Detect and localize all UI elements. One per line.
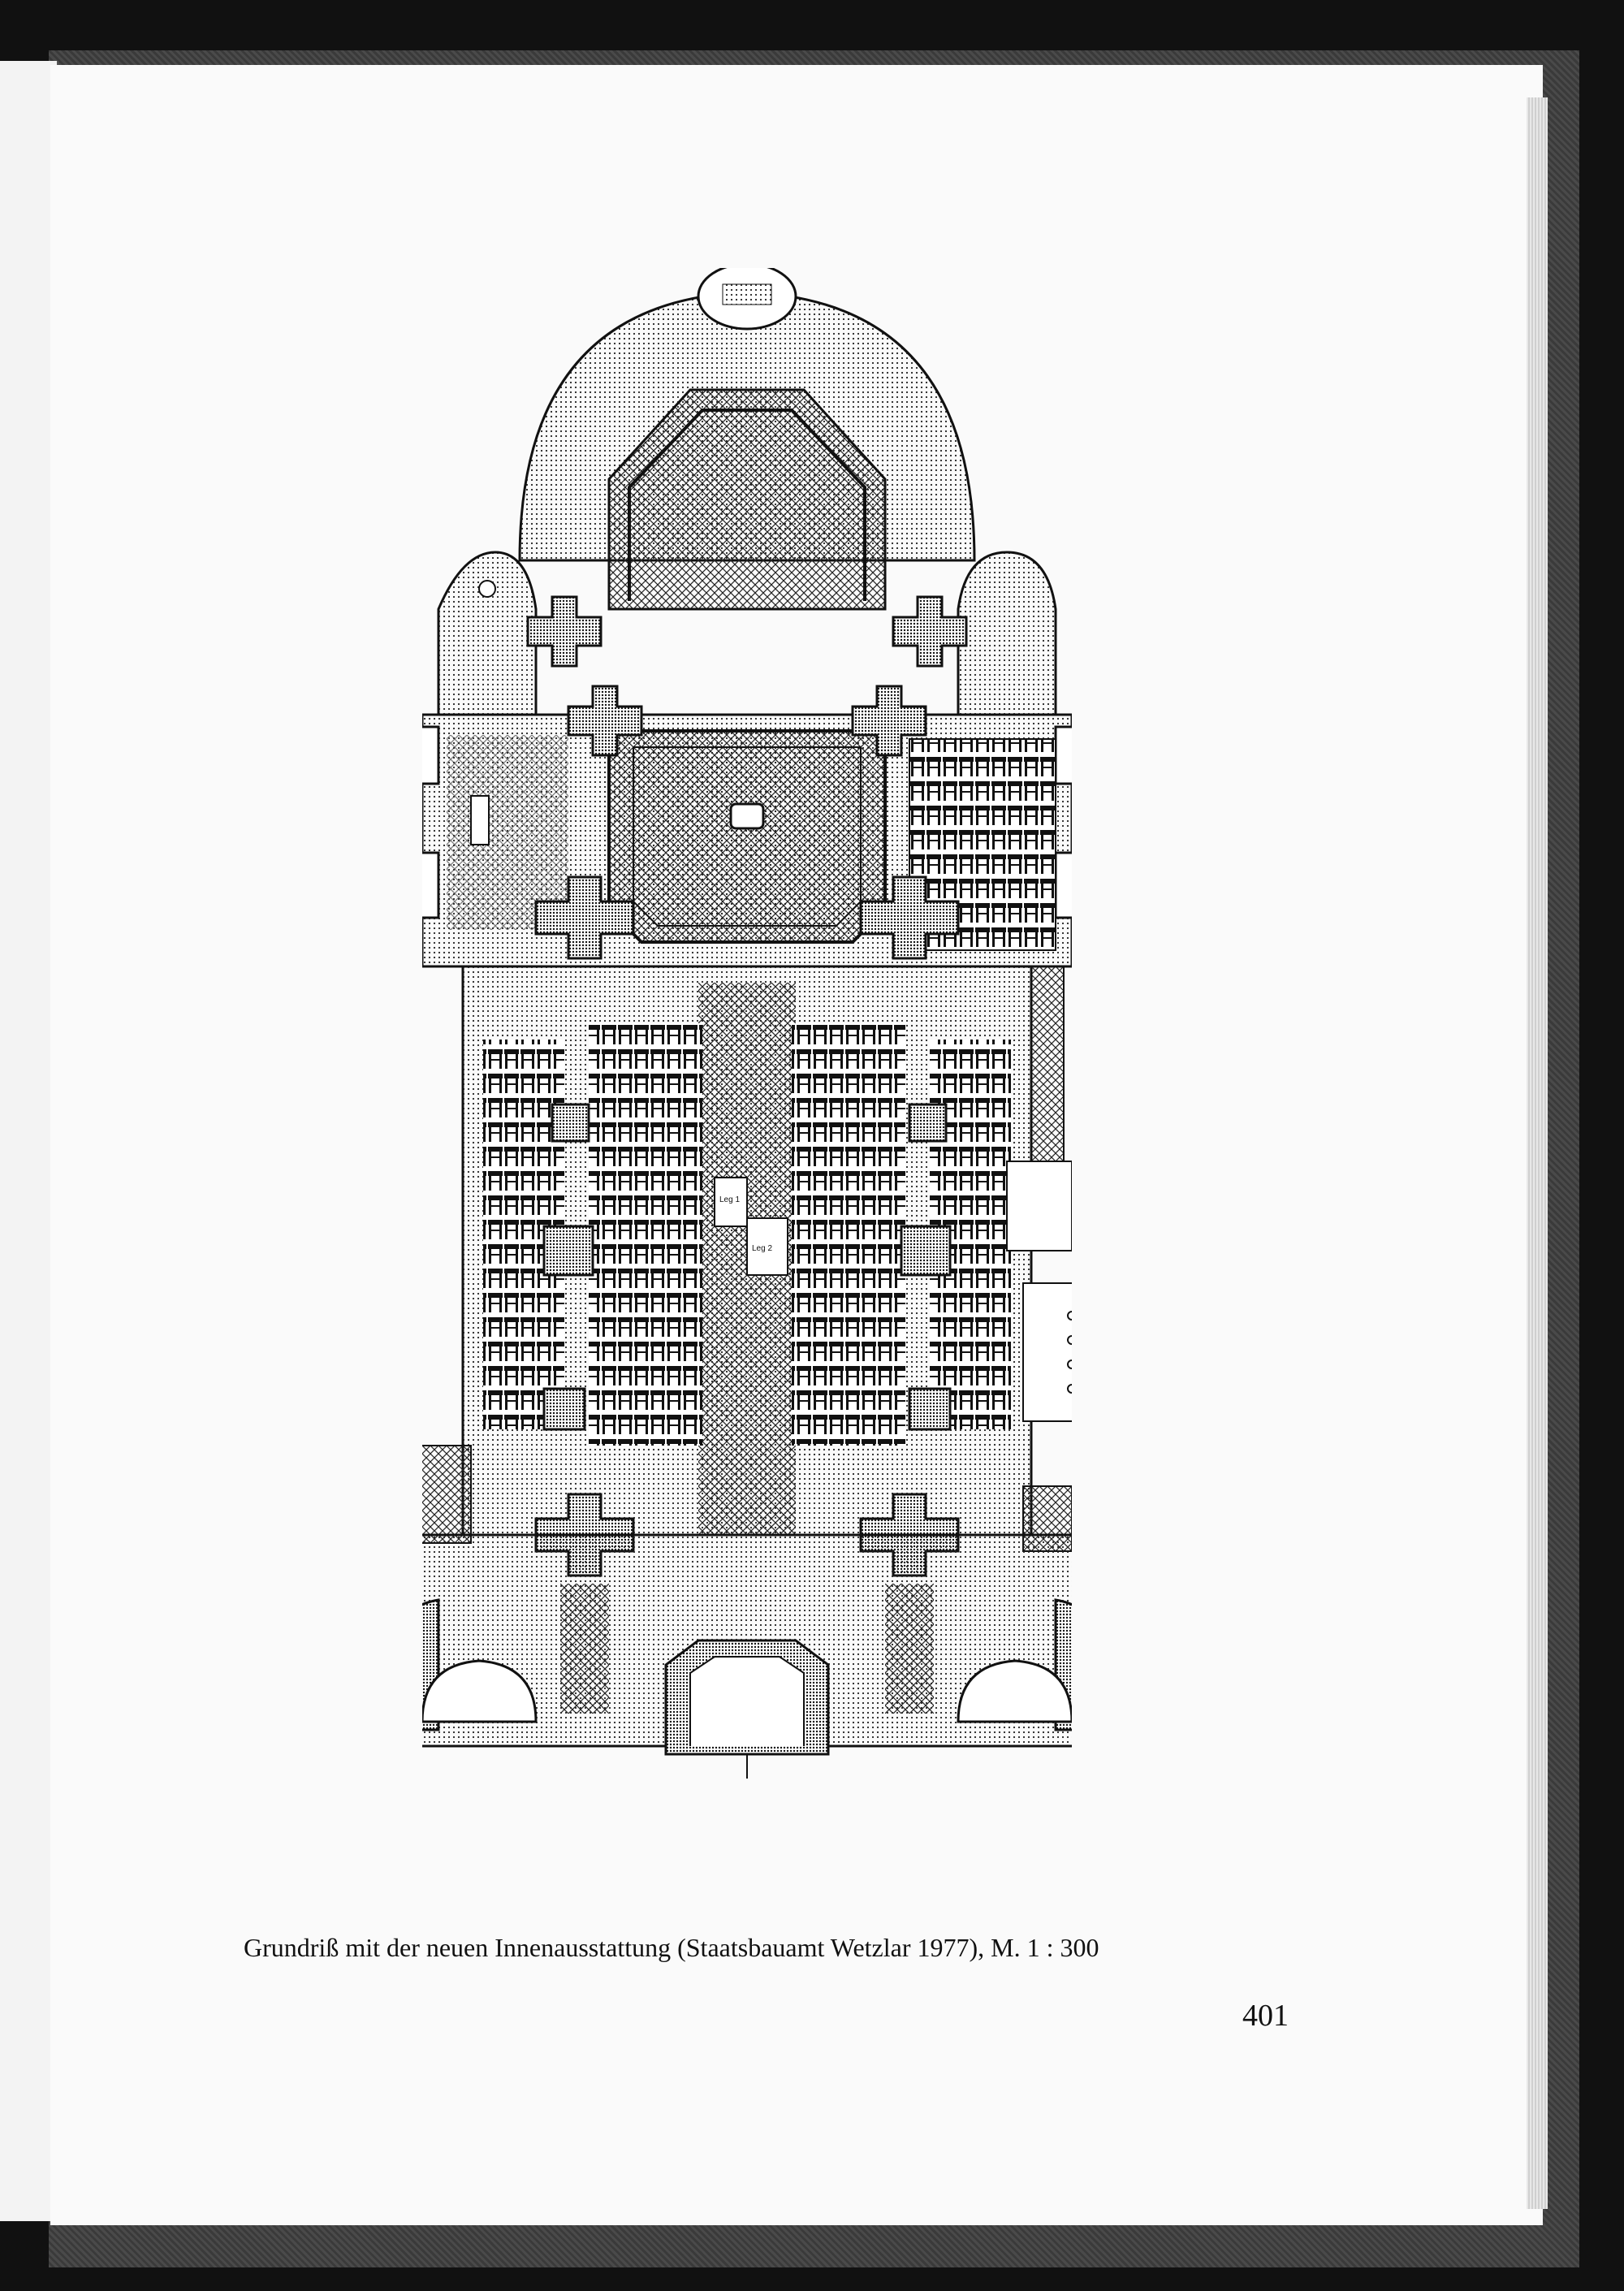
apse-inner <box>607 388 887 611</box>
pews-right-inner <box>792 1023 905 1446</box>
plan-label-1: Leg 1 <box>719 1195 740 1204</box>
figure-caption: Grundriß mit der neuen Innenausstattung … <box>244 1933 1099 1962</box>
page-number: 401 <box>1242 1999 1289 2033</box>
page-stack-edge <box>1527 97 1548 2209</box>
facing-page-edge <box>0 61 58 2221</box>
church-floor-plan: Leg 1 Leg 2 <box>422 268 1072 1787</box>
plan-label-2: Leg 2 <box>752 1244 772 1253</box>
pews-left-inner <box>589 1023 702 1446</box>
